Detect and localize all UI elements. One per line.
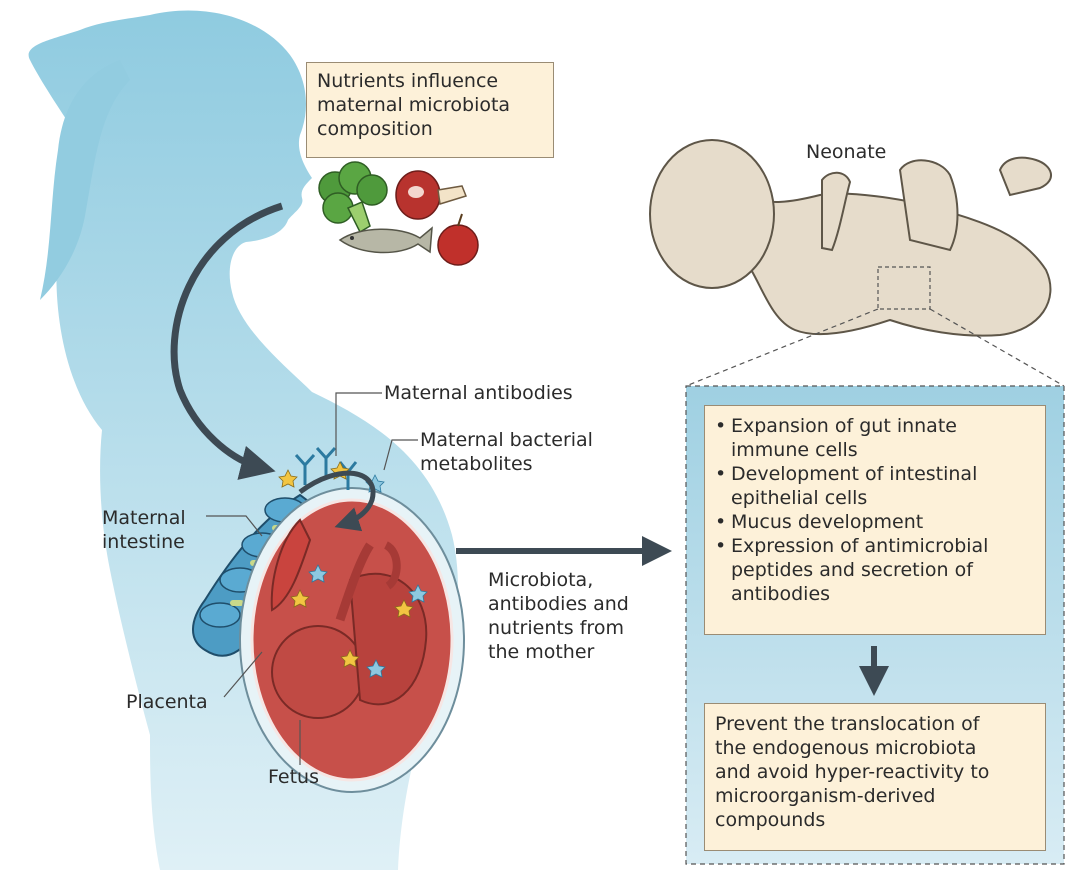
outcome-line: the endogenous microbiota bbox=[715, 737, 977, 759]
transfer-line: antibodies and bbox=[488, 593, 629, 615]
effect-item: Expression of antimicrobial peptides and… bbox=[715, 534, 1035, 606]
intestine-line: Maternal bbox=[102, 507, 186, 529]
digestion-arrow bbox=[170, 202, 284, 480]
outcome-line: compounds bbox=[715, 809, 826, 831]
maternal-bacterial-metabolites-label: Maternal bacterial metabolites bbox=[420, 428, 593, 476]
nutrients-line: Nutrients influence bbox=[317, 70, 499, 92]
effect-line: antibodies bbox=[731, 583, 831, 605]
placenta-drawing bbox=[270, 518, 312, 612]
effect-item: Development of intestinal epithelial cel… bbox=[715, 462, 1035, 510]
nutrients-line: maternal microbiota bbox=[317, 94, 511, 116]
placenta-label: Placenta bbox=[126, 691, 208, 713]
broccoli-icon bbox=[318, 161, 388, 234]
effect-line: epithelial cells bbox=[731, 487, 868, 509]
nutrients-line: composition bbox=[317, 118, 433, 140]
neonate-drawing bbox=[649, 139, 1052, 337]
gut-effects-box: Expansion of gut innate immune cells Dev… bbox=[704, 405, 1046, 635]
outcome-box: Prevent the translocation of the endogen… bbox=[704, 703, 1046, 851]
effect-line: Development of intestinal bbox=[731, 463, 978, 485]
transfer-line: Microbiota, bbox=[488, 569, 594, 591]
outcome-line: microorganism-derived bbox=[715, 785, 936, 807]
neonate-label: Neonate bbox=[806, 141, 887, 163]
ponytail bbox=[40, 60, 130, 300]
effect-line: Expansion of gut innate bbox=[731, 415, 957, 437]
nutrients-box: Nutrients influence maternal microbiota … bbox=[306, 62, 554, 158]
ham-icon bbox=[395, 170, 467, 220]
effect-item: Expansion of gut innate immune cells bbox=[715, 414, 1035, 462]
effect-line: Mucus development bbox=[731, 511, 924, 533]
gut-effects-list: Expansion of gut innate immune cells Dev… bbox=[715, 414, 1035, 606]
transfer-line: the mother bbox=[488, 641, 595, 663]
transfer-label: Microbiota, antibodies and nutrients fro… bbox=[488, 568, 629, 664]
intestine-line: intestine bbox=[102, 531, 185, 553]
leader-lines bbox=[206, 392, 418, 765]
maternal-antibodies-label: Maternal antibodies bbox=[384, 382, 573, 404]
transfer-to-fetus-arrow bbox=[298, 470, 376, 532]
fish-icon bbox=[338, 226, 433, 254]
outcome-line: and avoid hyper-reactivity to bbox=[715, 761, 990, 783]
maternal-intestine-label: Maternal intestine bbox=[102, 506, 186, 554]
effect-line: immune cells bbox=[731, 439, 858, 461]
zoom-lines bbox=[685, 308, 1065, 387]
effect-line: peptides and secretion of bbox=[731, 559, 973, 581]
effect-item: Mucus development bbox=[715, 510, 1035, 534]
transfer-line: nutrients from bbox=[488, 617, 624, 639]
apple-icon bbox=[437, 213, 479, 266]
fetus-label: Fetus bbox=[268, 766, 319, 788]
neonate-gut-region bbox=[877, 266, 931, 310]
metabolites-line: Maternal bacterial bbox=[420, 429, 593, 451]
outcome-line: Prevent the translocation of bbox=[715, 713, 980, 735]
effect-line: Expression of antimicrobial bbox=[731, 535, 989, 557]
metabolites-line: metabolites bbox=[420, 453, 533, 475]
